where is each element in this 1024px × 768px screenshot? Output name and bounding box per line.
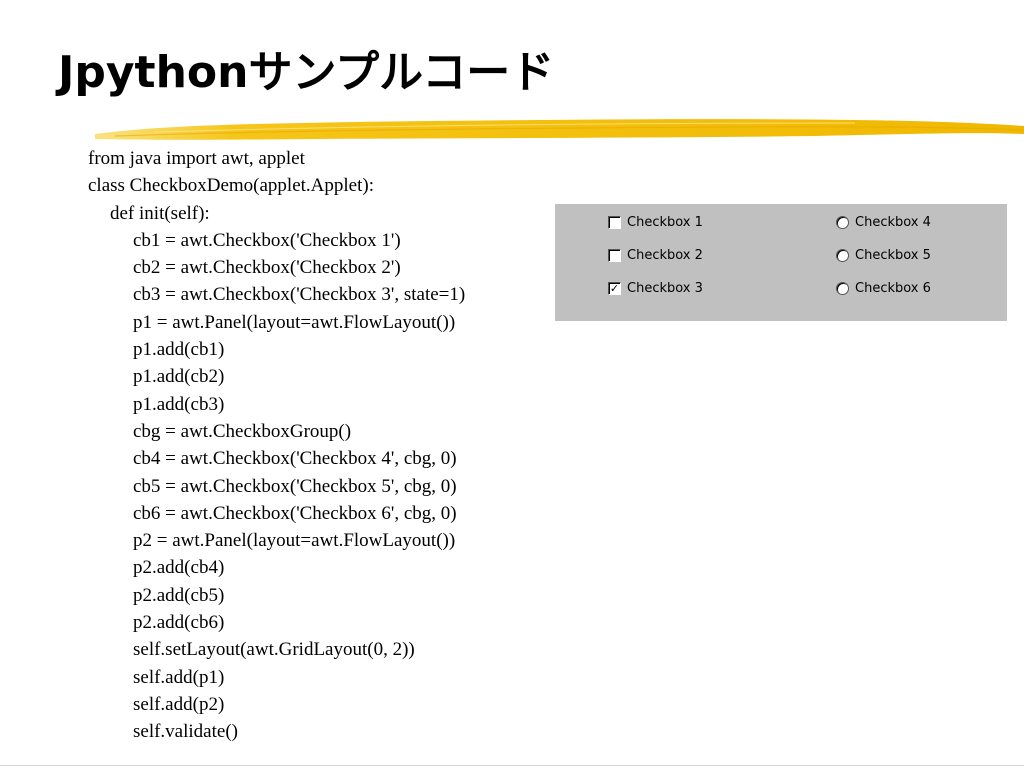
code-line: p1.add(cb2)	[133, 366, 225, 388]
code-line: self.add(p1)	[133, 666, 225, 688]
code-line: self.add(p2)	[133, 693, 225, 715]
checkbox-label: Checkbox 3	[627, 281, 703, 296]
code-line: self.setLayout(awt.GridLayout(0, 2))	[133, 639, 415, 661]
checkbox-label: Checkbox 1	[627, 215, 703, 230]
code-line: from java import awt, applet	[88, 148, 305, 169]
code-listing: from java import awt, applet class Checkb…	[88, 145, 465, 746]
slide-title: Jpythonサンプルコード	[58, 47, 555, 98]
radio-label: Checkbox 4	[855, 215, 931, 230]
code-line: cb3 = awt.Checkbox('Checkbox 3', state=1…	[133, 284, 466, 306]
radio-unselected-icon[interactable]	[836, 249, 849, 262]
checkbox-label: Checkbox 2	[627, 248, 703, 263]
yellow-brush-stroke-divider	[95, 119, 1024, 140]
code-line: self.validate()	[133, 721, 238, 743]
checkbox-unchecked-icon[interactable]	[608, 216, 621, 229]
code-line: class CheckboxDemo(applet.Applet):	[88, 175, 374, 197]
code-line: cb6 = awt.Checkbox('Checkbox 6', cbg, 0)	[133, 502, 457, 524]
radio-label: Checkbox 5	[855, 248, 931, 263]
checkbox-2[interactable]: Checkbox 2	[608, 248, 703, 263]
checkbox-checked-icon[interactable]: ✓	[608, 282, 621, 295]
code-line: p2.add(cb4)	[133, 557, 225, 579]
code-line: cb1 = awt.Checkbox('Checkbox 1')	[133, 229, 401, 251]
radio-checkbox-6[interactable]: Checkbox 6	[836, 281, 931, 296]
code-line: cb4 = awt.Checkbox('Checkbox 4', cbg, 0)	[133, 448, 457, 470]
footer-divider	[0, 765, 1024, 766]
code-line: p2.add(cb6)	[133, 612, 225, 634]
code-line: p2 = awt.Panel(layout=awt.FlowLayout())	[133, 530, 456, 552]
radio-unselected-icon[interactable]	[836, 216, 849, 229]
code-line: def init(self):	[110, 202, 210, 224]
radio-unselected-icon[interactable]	[836, 282, 849, 295]
code-line: cbg = awt.CheckboxGroup()	[133, 420, 352, 442]
code-line: cb5 = awt.Checkbox('Checkbox 5', cbg, 0)	[133, 475, 457, 497]
applet-checkbox-demo-panel: Checkbox 1 Checkbox 2 ✓ Checkbox 3 Check…	[555, 204, 1007, 321]
code-line: p1.add(cb3)	[133, 393, 225, 415]
code-line: cb2 = awt.Checkbox('Checkbox 2')	[133, 257, 401, 279]
radio-label: Checkbox 6	[855, 281, 931, 296]
checkbox-3[interactable]: ✓ Checkbox 3	[608, 281, 703, 296]
code-line: p2.add(cb5)	[133, 584, 225, 606]
radio-checkbox-4[interactable]: Checkbox 4	[836, 215, 931, 230]
checkbox-1[interactable]: Checkbox 1	[608, 215, 703, 230]
code-line: p1 = awt.Panel(layout=awt.FlowLayout())	[133, 311, 456, 333]
code-line: p1.add(cb1)	[133, 339, 225, 361]
radio-checkbox-5[interactable]: Checkbox 5	[836, 248, 931, 263]
checkbox-unchecked-icon[interactable]	[608, 249, 621, 262]
